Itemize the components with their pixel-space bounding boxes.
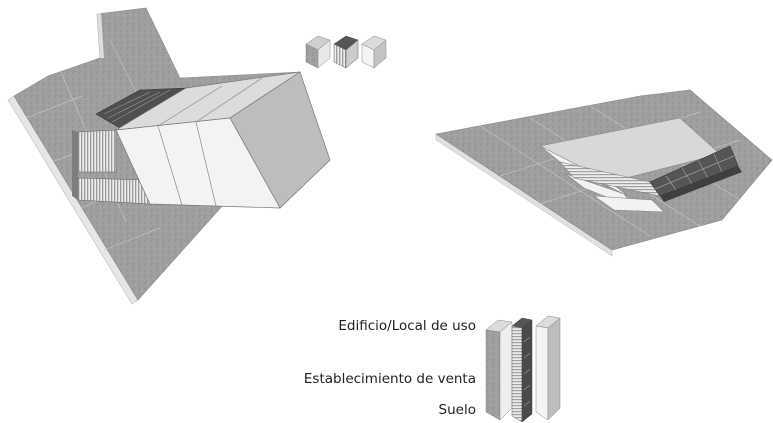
store-slot-upper [77, 129, 117, 173]
right-dark-grid-lines [654, 153, 735, 191]
building-module-lines [157, 77, 263, 207]
legend-store-grid [523, 336, 531, 407]
left-store-top-grid [103, 89, 171, 123]
right-plane-group [435, 89, 773, 257]
small-building-front [373, 39, 387, 69]
legend-label-store: Establecimiento de venta [303, 371, 476, 387]
legend-ground-side [485, 329, 501, 421]
store-slot-side [72, 130, 78, 200]
store-slot-lower [77, 177, 151, 205]
left-store-slots [72, 129, 151, 205]
legend-label-ground: Suelo [438, 402, 476, 418]
left-wall-tab-edge [97, 12, 104, 58]
building-front-face [115, 117, 281, 209]
right-store-dark-side [660, 166, 742, 202]
small-exploded-icon [305, 35, 387, 69]
legend-ground-front [499, 321, 513, 421]
legend-store-side [511, 325, 523, 423]
small-store-front [345, 39, 359, 69]
small-ground-front [317, 39, 331, 69]
right-building-panel-3 [592, 195, 665, 213]
legend-building-side [535, 325, 549, 421]
legend-exploded-layers [485, 315, 561, 423]
legend-label-building: Edificio/Local de uso [338, 318, 476, 334]
left-wall-group [7, 7, 331, 305]
legend-building-front [547, 317, 561, 421]
legend-store-front [521, 319, 533, 423]
